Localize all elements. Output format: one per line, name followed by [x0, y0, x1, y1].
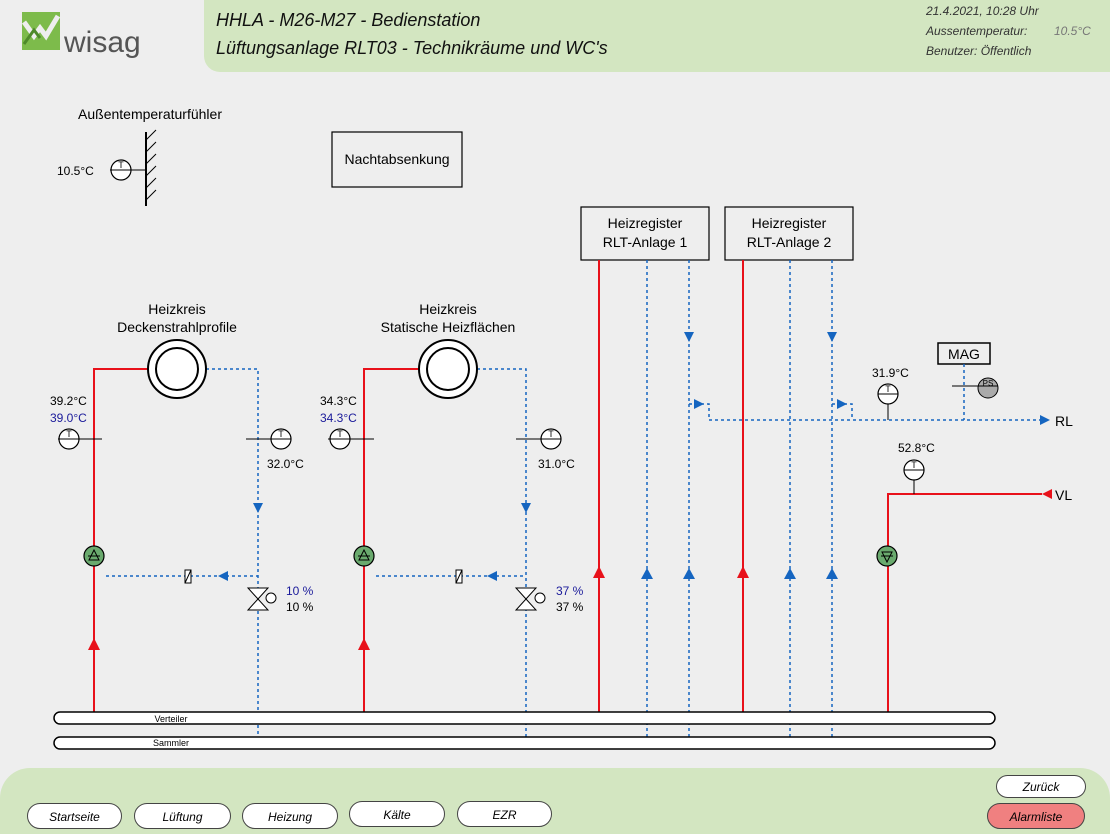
- outside-temp-value: 10.5°C: [1054, 24, 1091, 38]
- circuit2-supply-setpoint[interactable]: 34.3°C: [320, 411, 357, 425]
- distributor-bar: Verteiler: [53, 711, 996, 725]
- circuit1-valve-actual: 10 %: [286, 600, 314, 614]
- circuit1-title: Heizkreis: [148, 301, 206, 317]
- alarm-list-button[interactable]: Alarmliste: [987, 803, 1085, 829]
- circuit2-valve-set[interactable]: 37 %: [556, 584, 584, 598]
- circuit1-check-valve-icon: [184, 569, 192, 584]
- circuit2-title: Heizkreis: [419, 301, 477, 317]
- flow-arrow-icon: [88, 638, 100, 650]
- mag-box[interactable]: MAG: [937, 342, 991, 365]
- flow-arrow-icon: [358, 638, 370, 650]
- flow-arrow-icon: [641, 568, 653, 579]
- outside-sensor-icon: [110, 129, 157, 206]
- circuit1-pump-icon[interactable]: [83, 545, 105, 567]
- nav-kaelte-button[interactable]: Kälte: [349, 801, 445, 827]
- collector-bar: Sammler: [53, 736, 996, 750]
- flow-arrow-icon: [1042, 489, 1052, 499]
- main-pump-icon[interactable]: [876, 545, 898, 567]
- circuit2-valve-icon[interactable]: [514, 587, 546, 611]
- heating-register-1-box[interactable]: Heizregister RLT-Anlage 1: [580, 206, 710, 261]
- flow-arrow-icon: [487, 571, 497, 581]
- nav-heizung-button[interactable]: Heizung: [242, 803, 338, 829]
- logo-text: wisag: [63, 26, 141, 59]
- circuit2-valve-actual: 37 %: [556, 600, 584, 614]
- circuit2-check-valve-icon: [455, 569, 463, 584]
- svg-text:RLT-Anlage 1: RLT-Anlage 1: [603, 234, 688, 250]
- outside-temp-label: Aussentemperatur:: [926, 24, 1028, 38]
- circuit1-supply-setpoint[interactable]: 39.0°C: [50, 411, 87, 425]
- datetime: 21.4.2021, 10:28 Uhr: [926, 4, 1039, 18]
- flow-arrow-icon: [684, 332, 694, 342]
- rl-label: RL: [1055, 413, 1073, 429]
- nav-startseite-button[interactable]: Startseite: [27, 803, 122, 829]
- svg-text:RLT-Anlage 2: RLT-Anlage 2: [747, 234, 832, 250]
- outside-sensor-value: 10.5°C: [57, 164, 94, 178]
- circuit2-pump-icon[interactable]: [353, 545, 375, 567]
- back-button[interactable]: Zurück: [996, 775, 1086, 798]
- svg-text:MAG: MAG: [948, 346, 980, 362]
- main-return-sensor-icon: [877, 383, 899, 420]
- main-supply-temp: 52.8°C: [898, 441, 935, 455]
- flow-arrow-icon: [253, 503, 263, 513]
- flow-arrow-icon: [218, 571, 228, 581]
- circuit1-valve-icon[interactable]: [246, 587, 277, 611]
- user-label: Benutzer: Öffentlich: [926, 44, 1032, 58]
- circuit1-supply-temp: 39.2°C: [50, 394, 87, 408]
- vl-label: VL: [1055, 487, 1072, 503]
- flow-arrow-icon: [827, 332, 837, 342]
- flow-arrow-icon: [683, 568, 695, 579]
- flow-arrow-icon: [826, 568, 838, 579]
- circuit2-subtitle: Statische Heizflächen: [381, 319, 516, 335]
- flow-arrow-icon: [837, 399, 847, 409]
- svg-text:Nachtabsenkung: Nachtabsenkung: [344, 151, 449, 167]
- circuit2-return-temp: 31.0°C: [538, 457, 575, 471]
- nav-lueftung-button[interactable]: Lüftung: [134, 803, 231, 829]
- wisag-logo: wisag: [0, 0, 204, 72]
- svg-text:Sammler: Sammler: [153, 738, 189, 748]
- page-subtitle: Lüftungsanlage RLT03 - Technikräume und …: [216, 38, 608, 58]
- circuit1-subtitle: Deckenstrahlprofile: [117, 319, 237, 335]
- svg-text:Heizregister: Heizregister: [752, 215, 827, 231]
- heating-register-2-box[interactable]: Heizregister RLT-Anlage 2: [724, 206, 854, 261]
- circuit1-supply-sensor-icon: [58, 428, 102, 450]
- flow-arrow-icon: [593, 566, 605, 578]
- svg-text:Verteiler: Verteiler: [154, 714, 187, 724]
- wisag-logo-icon: wisag: [21, 12, 141, 59]
- flow-arrow-icon: [1040, 415, 1050, 425]
- pressure-sensor-icon: PS: [977, 377, 999, 399]
- main-supply-sensor-icon: [903, 459, 925, 494]
- page-title: HHLA - M26-M27 - Bedienstation: [216, 10, 481, 30]
- circuit1-valve-set[interactable]: 10 %: [286, 584, 314, 598]
- circuit1-consumer-icon[interactable]: [147, 339, 207, 399]
- flow-arrow-icon: [521, 503, 531, 513]
- flow-arrow-icon: [784, 568, 796, 579]
- circuit2-supply-sensor-icon: [328, 428, 374, 450]
- circuit2-supply-temp: 34.3°C: [320, 394, 357, 408]
- header-bar: HHLA - M26-M27 - Bedienstation Lüftungsa…: [204, 0, 1110, 72]
- circuit1-return-sensor-icon: [246, 428, 292, 450]
- svg-text:Heizregister: Heizregister: [608, 215, 683, 231]
- flow-arrow-icon: [694, 399, 704, 409]
- circuit1-return-temp: 32.0°C: [267, 457, 304, 471]
- outside-sensor-label: Außentemperaturfühler: [78, 106, 222, 122]
- night-setback-box[interactable]: Nachtabsenkung: [331, 131, 463, 188]
- flow-arrow-icon: [737, 566, 749, 578]
- circuit2-return-sensor-icon: [516, 428, 562, 450]
- circuit2-consumer-icon[interactable]: [418, 339, 478, 399]
- nav-ezr-button[interactable]: EZR: [457, 801, 552, 827]
- svg-text:PS: PS: [983, 379, 994, 388]
- main-return-temp: 31.9°C: [872, 366, 909, 380]
- header: wisag HHLA - M26-M27 - Bedienstation Lüf…: [0, 0, 1110, 72]
